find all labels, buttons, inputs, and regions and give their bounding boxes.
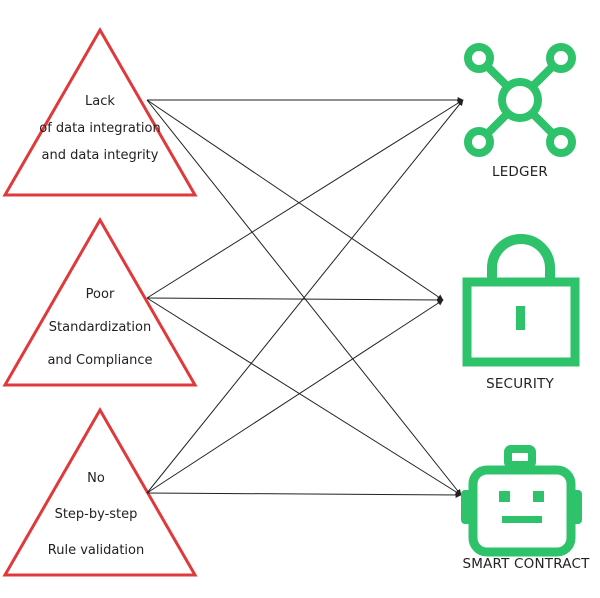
problem-label-line: No <box>87 471 105 486</box>
solution-label-smart-contract: SMART CONTRACT <box>462 556 590 572</box>
connector-validation-security <box>146 299 444 494</box>
padlock-icon <box>462 234 580 367</box>
problem-label-line: Step-by-step <box>54 507 138 522</box>
problem-label-line: Rule validation <box>47 543 145 558</box>
problem-label-line: Poor <box>85 287 115 302</box>
problem-label-line: Standardization <box>48 320 152 335</box>
connector-integration-security <box>146 99 444 301</box>
robot-icon <box>461 445 582 557</box>
problem-triangle-integration <box>2 26 198 197</box>
connector-standardization-security <box>146 296 444 303</box>
problem-label-line: and data integrity <box>41 148 159 163</box>
problem-label-standardization: Poor Standardization and Compliance <box>25 285 175 371</box>
problem-label-line: and Compliance <box>47 353 153 368</box>
problem-label-line: of data integration <box>39 121 161 136</box>
solution-label-security: SECURITY <box>486 376 554 392</box>
problem-label-line: Lack <box>85 94 115 109</box>
connector-standardization-ledger <box>146 99 464 299</box>
connector-validation-ledger <box>146 99 464 494</box>
connector-standardization-smart-contract <box>146 297 462 496</box>
ledger-network-icon <box>464 43 576 157</box>
problem-label-validation: No Step-by-step Rule validation <box>21 469 171 561</box>
solution-label-ledger: LEDGER <box>491 164 549 180</box>
problem-label-integration: Lack of data integration and data integr… <box>25 92 175 166</box>
connector-validation-smart-contract <box>146 491 462 498</box>
problem-triangle-standardization <box>2 216 198 387</box>
connector-lines <box>146 97 464 498</box>
